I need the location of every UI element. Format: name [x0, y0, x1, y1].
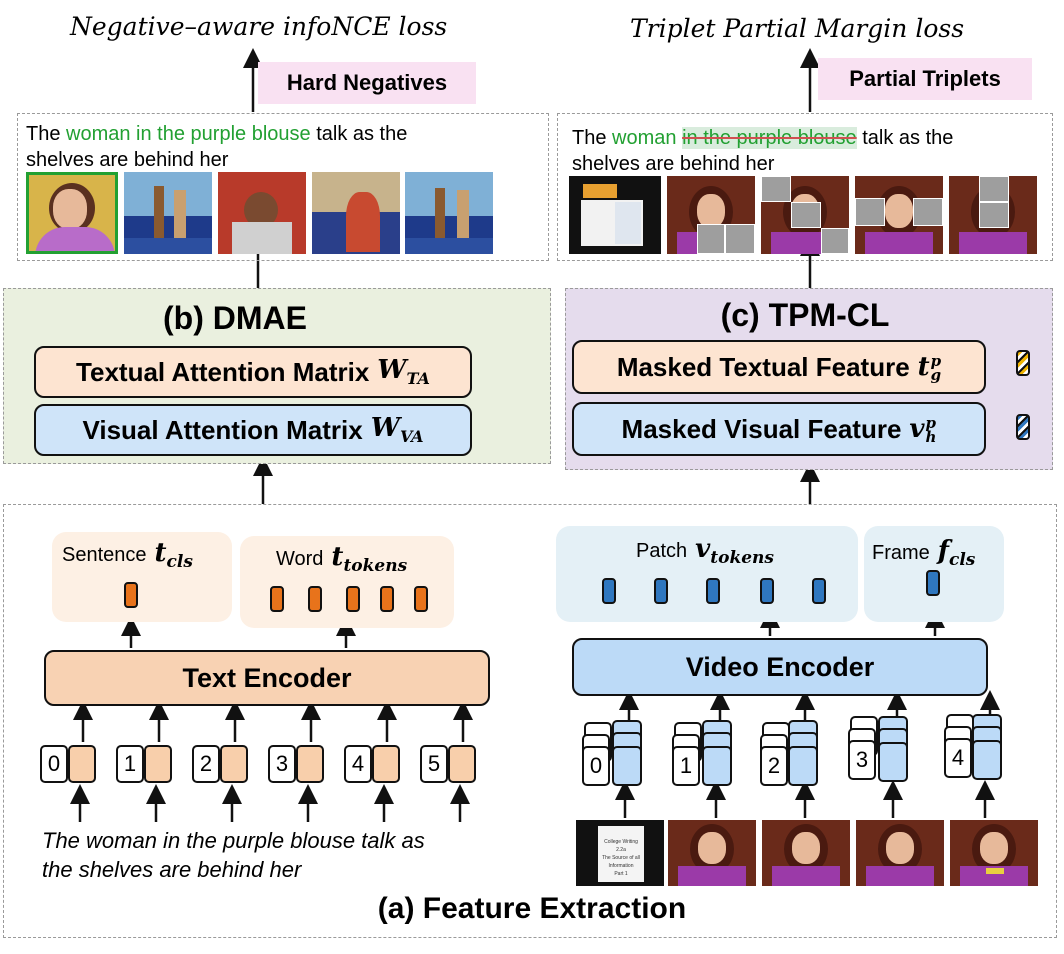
text-position-index: 1 [116, 745, 144, 783]
patch-token [760, 578, 774, 604]
masked-frame-2 [761, 176, 849, 254]
frame-feature-label: Frame fcls [872, 536, 976, 571]
input-frame [668, 820, 756, 886]
left-caption: The woman in the purple blouse talk as t… [26, 123, 408, 171]
video-frame-index: 4 [944, 738, 972, 778]
masked-frame-4 [949, 176, 1037, 254]
text-encoder: Text Encoder [44, 650, 490, 706]
video-frame-index: 1 [672, 746, 700, 786]
word-token [380, 586, 394, 612]
word-token [414, 586, 428, 612]
text-word-embedding [372, 745, 400, 783]
triplet-loss-title: Triplet Partial Margin loss [630, 14, 965, 43]
patch-token [706, 578, 720, 604]
frame-token [926, 570, 940, 596]
negative-frame-2 [218, 172, 306, 254]
hard-negatives-tag: Hard Negatives [258, 62, 476, 104]
text-position-index: 4 [344, 745, 372, 783]
patch-token [654, 578, 668, 604]
sentence-feature-box [52, 532, 232, 622]
partial-triplets-box [557, 113, 1053, 261]
word-token [270, 586, 284, 612]
infonce-loss-title: Negative–aware infoNCE loss [70, 12, 448, 41]
masked-frame-slide [569, 176, 661, 254]
patch-token [602, 578, 616, 604]
visual-attention-matrix: Visual Attention Matrix WVA [34, 404, 472, 456]
text-position-index: 5 [420, 745, 448, 783]
partial-triplets-tag: Partial Triplets [818, 58, 1032, 100]
hard-negatives-box [17, 113, 549, 261]
video-frame-index: 2 [760, 746, 788, 786]
video-encoder: Video Encoder [572, 638, 988, 696]
dmae-title: (b) DMAE [163, 300, 307, 336]
positive-video-frame [26, 172, 118, 254]
sentence-feature-label: Sentence tcls [62, 538, 193, 573]
patch-feature-label: Patch vtokens [636, 534, 774, 569]
negative-frame-1 [124, 172, 212, 254]
patch-token [812, 578, 826, 604]
word-feature-label: Word ttokens [276, 542, 408, 577]
text-position-index: 0 [40, 745, 68, 783]
patch-feature-box [556, 526, 858, 622]
negative-frame-4 [405, 172, 493, 254]
masked-frame-1 [667, 176, 755, 254]
input-frame [950, 820, 1038, 886]
masked-visual-token-icon [1016, 414, 1030, 440]
video-frame-index: 3 [848, 740, 876, 780]
negative-frame-3 [312, 172, 400, 254]
text-position-index: 3 [268, 745, 296, 783]
text-word-embedding [144, 745, 172, 783]
sentence-token [124, 582, 138, 608]
text-position-index: 2 [192, 745, 220, 783]
tpm-cl-title: (c) TPM-CL [720, 297, 890, 333]
right-caption: The woman in the purple blouse talk as t… [572, 127, 954, 175]
text-word-embedding [220, 745, 248, 783]
text-word-embedding [448, 745, 476, 783]
video-frame-index: 0 [582, 746, 610, 786]
masked-textual-token-icon [1016, 350, 1030, 376]
word-feature-box [240, 536, 454, 628]
feature-extraction-title: (a) Feature Extraction [377, 892, 687, 925]
word-token [346, 586, 360, 612]
masked-frame-3 [855, 176, 943, 254]
input-frame [762, 820, 850, 886]
text-word-embedding [296, 745, 324, 783]
input-frame [856, 820, 944, 886]
word-token [308, 586, 322, 612]
input-sentence: The woman in the purple blouse talk as t… [42, 828, 425, 882]
text-word-embedding [68, 745, 96, 783]
feature-extraction-panel [3, 504, 1057, 938]
textual-attention-matrix: Textual Attention Matrix WTA [34, 346, 472, 398]
